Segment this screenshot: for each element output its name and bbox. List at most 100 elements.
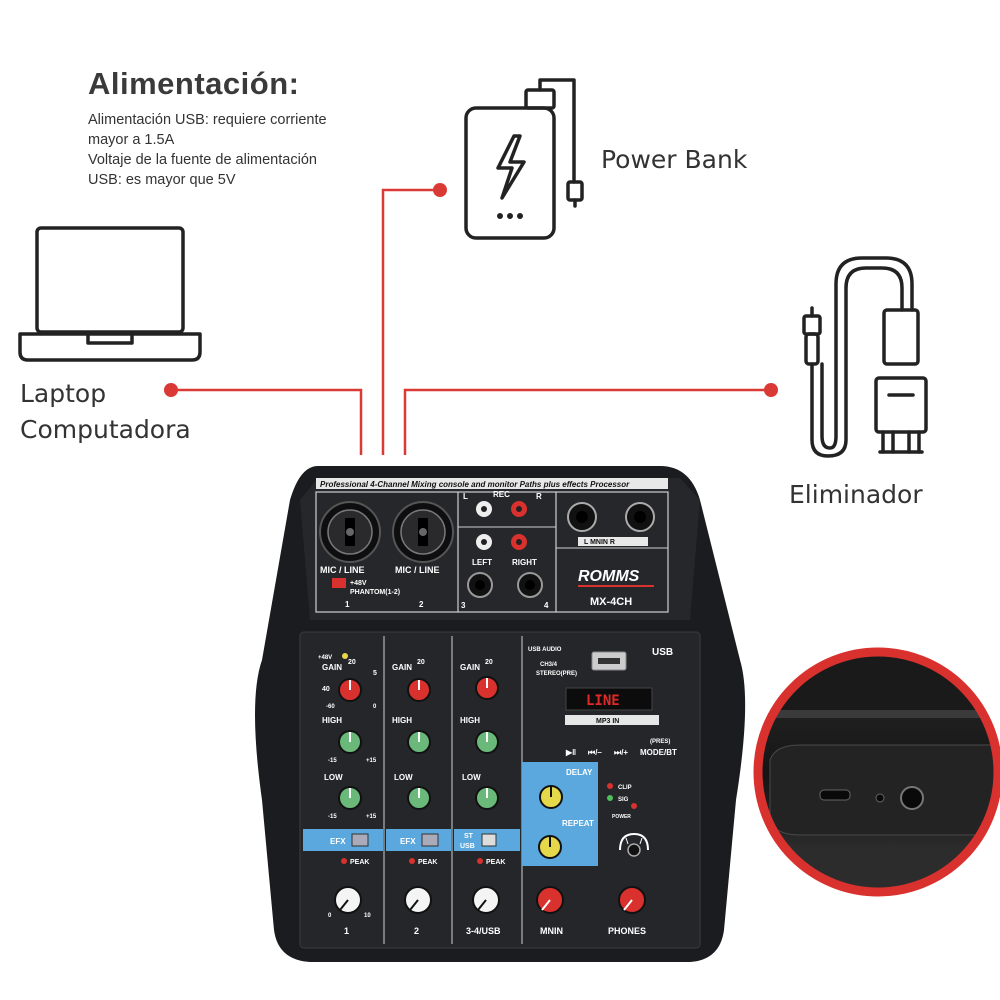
- stereo-pre-label: STEREO(PRE): [536, 671, 577, 677]
- high-knob-2[interactable]: [407, 730, 431, 754]
- xlr-jack-1[interactable]: [319, 501, 381, 563]
- gain-label-1: GAIN: [322, 663, 342, 672]
- level-10-1: 10: [364, 913, 371, 919]
- low-knob-3[interactable]: [475, 786, 499, 810]
- charger-connection-dot: [764, 383, 778, 397]
- laptop-label-line-2: Computadora: [20, 415, 191, 444]
- low-label-1: LOW: [324, 773, 343, 782]
- ch3-label: 3: [461, 601, 466, 610]
- high-knob-1[interactable]: [338, 730, 362, 754]
- side-jack: [900, 786, 924, 810]
- inset-ring: [753, 647, 1000, 897]
- power-label: POWER: [612, 814, 631, 820]
- channel-strip-2: GAIN 20 HIGH LOW EFX PEAK 2: [386, 659, 451, 936]
- gain-knob-1[interactable]: [338, 678, 362, 702]
- next-icon[interactable]: ⏭/+: [614, 748, 628, 757]
- plus48v-led: [342, 653, 348, 659]
- power-description: Alimentación USB: requiere corriente may…: [88, 110, 388, 190]
- efx-label-2: EFX: [400, 837, 416, 846]
- gain-knob-2[interactable]: [407, 678, 431, 702]
- mnin-jack-right[interactable]: [625, 502, 655, 532]
- laptop-connection-dot: [164, 383, 178, 397]
- peak-led-1: [341, 858, 347, 864]
- mnin-knob[interactable]: [536, 886, 564, 914]
- model-label: MX-4CH: [590, 596, 632, 608]
- efx-button-1[interactable]: [351, 833, 369, 847]
- repeat-knob[interactable]: [538, 835, 562, 859]
- high-p15-1: +15: [366, 758, 377, 764]
- usb-big-label: USB: [652, 647, 673, 658]
- usb-select-label: USB: [460, 843, 475, 850]
- level-knob-1[interactable]: [334, 886, 362, 914]
- right-label: RIGHT: [512, 558, 537, 567]
- gain-20-3: 20: [485, 659, 493, 666]
- high-label-3: HIGH: [460, 716, 480, 725]
- laptop-label-line-1: Laptop: [20, 379, 107, 408]
- high-knob-3[interactable]: [475, 730, 499, 754]
- jack-4[interactable]: [517, 572, 543, 598]
- peak-led-2: [409, 858, 415, 864]
- in-rca-left[interactable]: [476, 534, 492, 550]
- st-usb-switch[interactable]: [481, 833, 497, 847]
- mnin-jack-left[interactable]: [567, 502, 597, 532]
- clip-led: [607, 783, 613, 789]
- prev-icon[interactable]: ⏮/–: [588, 748, 602, 757]
- rca-r-label: R: [536, 492, 542, 501]
- page-title: Alimentación:: [88, 66, 300, 101]
- rec-rca-left[interactable]: [476, 501, 492, 517]
- usb-audio-label: USB AUDIO: [528, 647, 562, 653]
- high-label-1: HIGH: [322, 716, 342, 725]
- phones-label: PHONES: [608, 926, 646, 936]
- channel-strip-34: GAIN 20 HIGH LOW ST USB PEAK 3-4/USB: [454, 659, 520, 936]
- peak-led-3: [477, 858, 483, 864]
- connection-lines: [171, 188, 771, 455]
- low-knob-2[interactable]: [407, 786, 431, 810]
- mnin-lr-plate: [578, 537, 648, 546]
- in-rca-right[interactable]: [511, 534, 527, 550]
- rec-label: REC: [493, 490, 510, 499]
- charger-icon: [802, 256, 928, 458]
- low-label-3: LOW: [462, 773, 481, 782]
- phones-knob[interactable]: [618, 886, 646, 914]
- gain-knob-3[interactable]: [475, 676, 499, 700]
- repeat-label: REPEAT: [562, 819, 594, 828]
- level-knob-34[interactable]: [472, 886, 500, 914]
- xlr-jack-2[interactable]: [392, 501, 454, 563]
- st-label: ST: [464, 833, 474, 840]
- laptop-connection-line: [171, 388, 363, 455]
- charger-connection-line: [403, 388, 771, 455]
- phantom-button[interactable]: [332, 578, 346, 588]
- delay-label: DELAY: [566, 768, 593, 777]
- play-pause-icon[interactable]: ▶‖: [565, 748, 576, 757]
- low-knob-1[interactable]: [338, 786, 362, 810]
- power-bank-connection-line: [381, 188, 440, 455]
- usb-player-section: USB AUDIO CH3/4 STEREO(PRE) USB LINE MP3…: [528, 647, 677, 757]
- left-label: LEFT: [472, 558, 492, 567]
- charger-label: Eliminador: [789, 480, 923, 509]
- power-bank-connection-dot: [433, 183, 447, 197]
- desc-line-3: Voltaje de la fuente de alimentación: [88, 152, 317, 168]
- ch4-label: 4: [544, 601, 549, 610]
- laptop-icon: [18, 226, 202, 362]
- desc-line-2: mayor a 1.5A: [88, 132, 175, 148]
- headphones-jack[interactable]: [619, 832, 649, 857]
- mixer-banner-text: Professional 4-Channel Mixing console an…: [320, 480, 630, 489]
- jack-3[interactable]: [467, 572, 493, 598]
- level-0-1: 0: [328, 913, 332, 919]
- clip-label: CLIP: [618, 785, 632, 791]
- efx-button-2[interactable]: [421, 833, 439, 847]
- laptop-label: Laptop Computadora: [20, 376, 191, 448]
- power-bank-icon: [464, 78, 584, 240]
- desc-line-4: USB: es mayor que 5V: [88, 172, 236, 188]
- level-knob-2[interactable]: [404, 886, 432, 914]
- mnin-lr-label: L MNIN R: [584, 539, 615, 546]
- plus48v-led-label: +48V: [318, 655, 332, 661]
- gain-m60-1: -60: [326, 704, 335, 710]
- gain-5-1: 5: [373, 670, 377, 677]
- mode-bt-button[interactable]: MODE/BT: [640, 748, 677, 757]
- delay-knob[interactable]: [539, 785, 563, 809]
- ch34-label: CH3/4: [540, 662, 558, 668]
- channel-1-label: 1: [344, 926, 349, 936]
- rec-rca-right[interactable]: [511, 501, 527, 517]
